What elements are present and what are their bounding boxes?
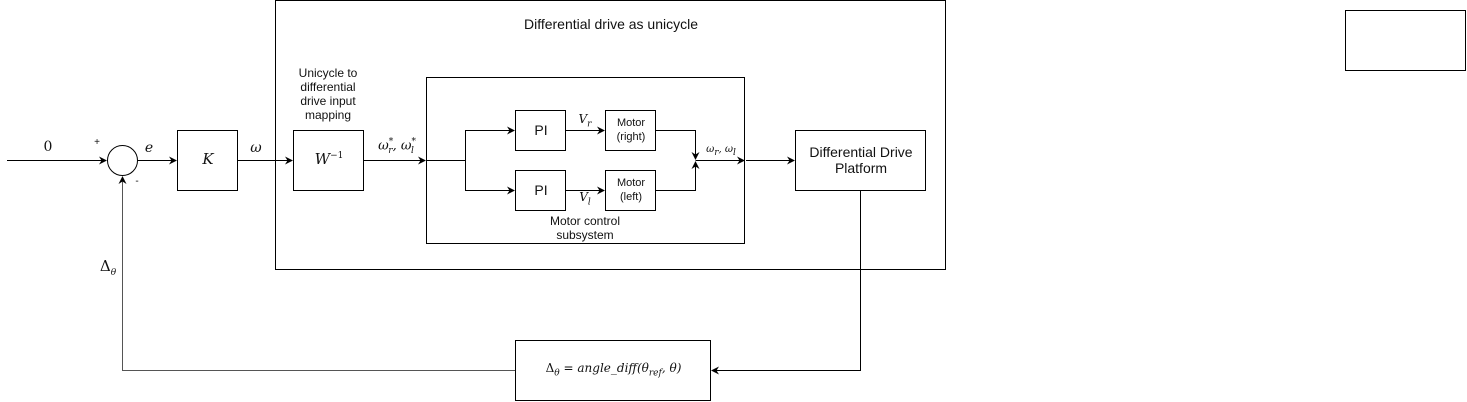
motor-control-subsystem — [426, 77, 745, 244]
platform-output-wire — [711, 191, 861, 375]
motor-left-out-wire — [656, 161, 700, 191]
pi-left-block[interactable] — [515, 170, 566, 211]
pi-right-label: PI — [534, 122, 548, 138]
motor-right-block[interactable] — [605, 110, 656, 151]
motor-left-label: Motor (left) — [616, 177, 646, 203]
split-wire-left — [465, 160, 515, 195]
feedback-wire — [118, 176, 515, 371]
error-signal-label: e — [144, 140, 154, 156]
mapping-label-sup: −1 — [330, 151, 344, 161]
feedback-signal-label: Δθ — [99, 257, 117, 278]
container-title: Differential drive as unicycle — [523, 16, 699, 32]
pi-right-block[interactable] — [515, 110, 566, 151]
motor-control-caption: Motor control subsystem — [549, 214, 621, 242]
minus-sign: - — [135, 176, 139, 187]
motor-right-label: Motor (right) — [616, 117, 646, 143]
feedback-block[interactable] — [515, 340, 711, 401]
mapping-caption: Unicycle to differential drive input map… — [283, 66, 373, 122]
mapping-label-base: W — [314, 150, 331, 168]
vr-label: Vr — [578, 112, 592, 130]
mapping-block[interactable] — [293, 130, 364, 191]
wheel-ref-signal-label: ω*r, ω*l — [378, 137, 416, 156]
plus-sign: + — [94, 137, 100, 148]
motor-right-out-wire — [656, 130, 700, 160]
empty-box[interactable] — [1345, 10, 1466, 71]
split-wire-right — [465, 126, 515, 161]
vl-label: Vl — [579, 190, 591, 208]
omega-signal-label: ω — [250, 140, 262, 156]
gain-block[interactable] — [177, 130, 238, 191]
gain-label: K — [202, 150, 214, 168]
mapping-caption-line: differential — [300, 80, 356, 94]
mapping-label: W−1 — [294, 150, 364, 168]
feedback-equation: Δθ = angle_diff(θref, θ) — [545, 361, 682, 379]
mapping-caption-line: drive input — [300, 94, 356, 108]
wheel-speed-label: ωr, ωl — [706, 144, 736, 158]
mapping-caption-line: Unicycle to — [298, 66, 358, 80]
platform-label: Differential Drive Platform — [809, 144, 913, 176]
platform-block[interactable] — [795, 130, 926, 191]
summing-junction[interactable] — [107, 145, 138, 176]
motor-left-block[interactable] — [605, 170, 656, 211]
pi-left-label: PI — [534, 182, 548, 198]
mapping-caption-line: mapping — [304, 108, 352, 122]
input-signal-label: 0 — [43, 139, 53, 155]
